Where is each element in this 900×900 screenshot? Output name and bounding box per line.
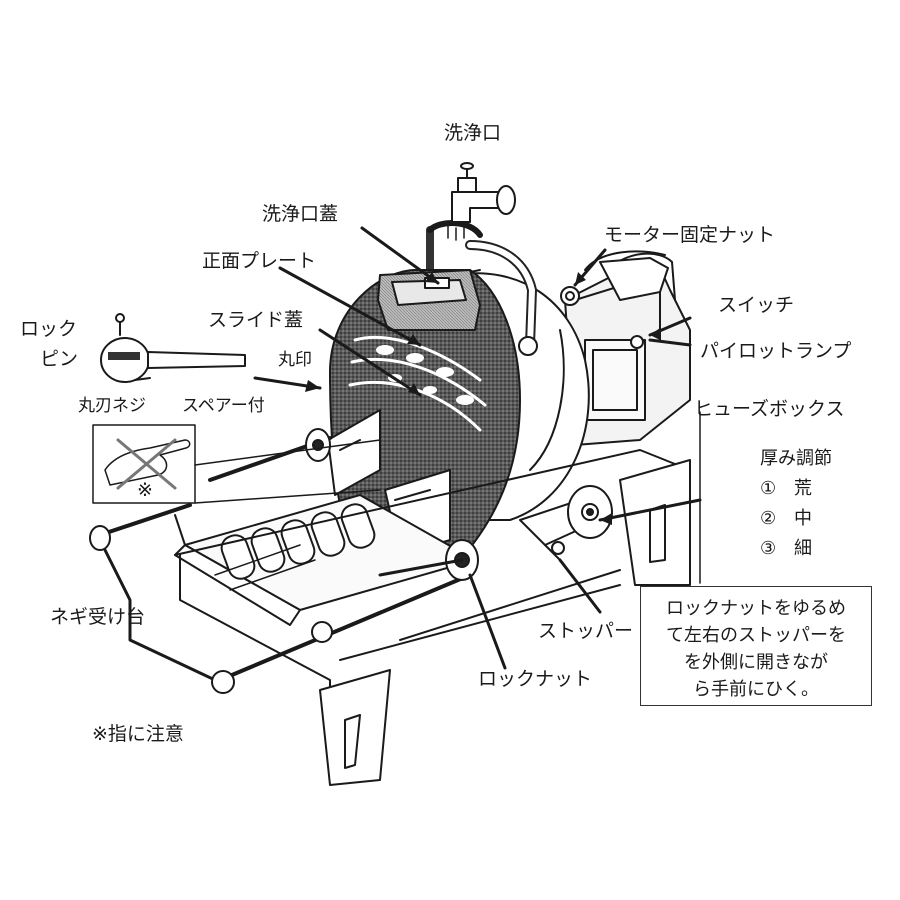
lock-nut-instruction-box: ロックナットをゆるめ て左右のストッパーを を外側に開きなが ら手前にひく。	[640, 586, 872, 706]
note-line-4: ら手前にひく。	[693, 679, 819, 700]
motor-housing	[560, 250, 691, 446]
label-lock-pin-line2: ピン	[40, 348, 79, 370]
label-slide-lid: スライド蓋	[208, 309, 304, 331]
label-spare: スペアー付	[182, 396, 265, 416]
label-round-mark: 丸印	[278, 350, 312, 370]
label-lock-pin-line1: ロック	[20, 318, 78, 340]
label-finger-caution: ※指に注意	[92, 723, 184, 745]
note-line-2: て左右のストッパーを	[666, 625, 846, 646]
label-cleaning-port: 洗浄口	[444, 122, 502, 144]
label-motor-fixing-nut: モーター固定ナット	[604, 224, 776, 246]
thickness-title: 厚み調節	[760, 448, 832, 469]
label-asterisk: ※	[137, 479, 153, 501]
lock-pin-icon	[100, 313, 246, 383]
base-frame	[174, 449, 691, 786]
handle-bar	[599, 257, 669, 301]
front-rod	[89, 503, 479, 694]
label-fuse-box: ヒューズボックス	[694, 398, 845, 420]
label-onion-tray: ネギ受け台	[50, 606, 146, 628]
label-cleaning-port-lid: 洗浄口蓋	[262, 203, 339, 225]
lock-nut-assembly	[519, 485, 613, 561]
note-line-1: ロックナットをゆるめ	[666, 598, 846, 619]
label-pilot-lamp: パイロットランプ	[700, 340, 852, 362]
note-line-3: を外側に開きなが	[684, 652, 828, 673]
cleaning-port-lid	[377, 269, 481, 331]
label-round-blade-screw: 丸刃ネジ	[78, 396, 146, 416]
label-lock-nut: ロックナット	[478, 668, 593, 690]
left-rod	[208, 428, 332, 482]
arrow-heads	[305, 272, 660, 525]
label-front-plate: 正面プレート	[202, 250, 317, 272]
hand-warning-inset	[92, 424, 381, 504]
label-stopper: ストッパー	[538, 620, 634, 642]
slide-lid-bracket	[327, 409, 451, 556]
label-switch: スイッチ	[718, 294, 795, 316]
faucet-icon	[447, 162, 516, 241]
